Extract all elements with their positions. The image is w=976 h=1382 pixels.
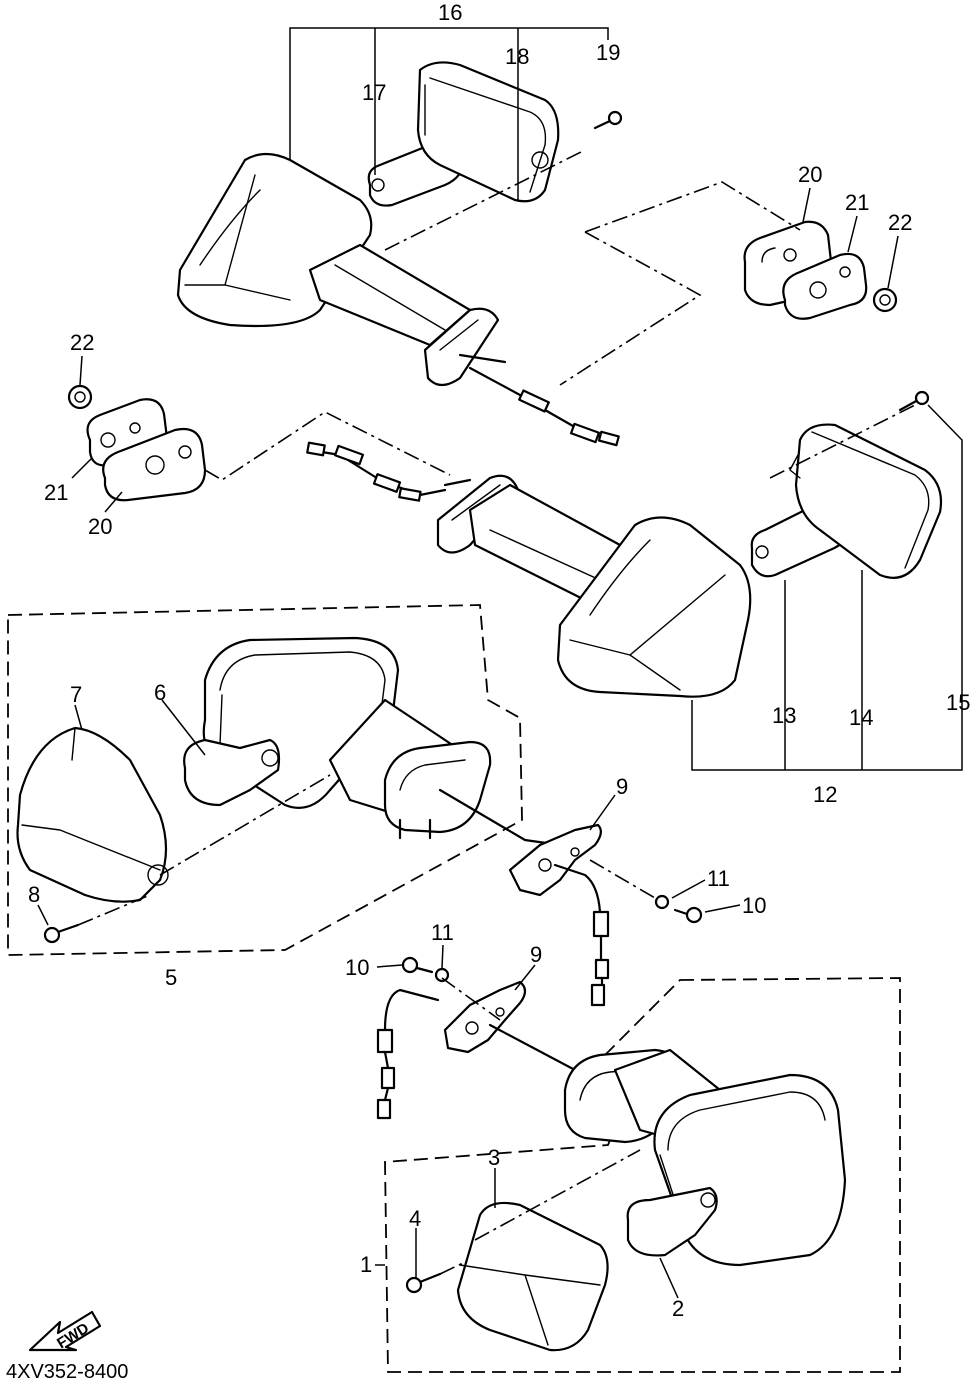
turn-signal-assembly-12 — [306, 390, 963, 771]
callout-13: 13 — [772, 703, 796, 728]
callout-12: 12 — [813, 782, 837, 807]
bracket-9-lower — [376, 944, 536, 1120]
callout-21-right: 21 — [845, 190, 869, 215]
turn-signal-assembly-1 — [384, 977, 901, 1373]
turn-signal-assembly-5 — [7, 604, 562, 956]
callout-11-upper: 11 — [707, 866, 730, 891]
callout-1: 1 — [360, 1252, 372, 1277]
callout-3: 3 — [488, 1145, 500, 1170]
callout-22-left: 22 — [70, 330, 94, 355]
callout-labels: 1 2 3 4 5 6 7 8 9 9 10 10 11 11 12 13 14… — [28, 0, 970, 1321]
callout-14: 14 — [849, 705, 873, 730]
bracket-9-upper — [508, 794, 741, 1007]
callout-2: 2 — [672, 1296, 684, 1321]
callout-10-lower: 10 — [345, 955, 369, 980]
callout-11-lower: 11 — [431, 920, 454, 945]
callout-10-upper: 10 — [742, 893, 766, 918]
callout-22-right: 22 — [888, 210, 912, 235]
callout-7: 7 — [70, 682, 82, 707]
diagram-code: 4XV352-8400 — [6, 1361, 128, 1382]
turn-signal-assembly-16 — [176, 27, 623, 447]
callout-5: 5 — [165, 965, 177, 990]
callout-21-left: 21 — [44, 480, 68, 505]
callout-4: 4 — [409, 1206, 421, 1231]
callout-20-left: 20 — [88, 514, 112, 539]
callout-20-right: 20 — [798, 162, 822, 187]
callout-6: 6 — [154, 680, 166, 705]
callout-16: 16 — [438, 0, 462, 25]
callout-17: 17 — [362, 80, 386, 105]
callout-19: 19 — [596, 40, 620, 65]
callout-9-lower: 9 — [530, 942, 542, 967]
callout-15: 15 — [946, 690, 970, 715]
callout-8: 8 — [28, 882, 40, 907]
callout-9-upper: 9 — [616, 774, 628, 799]
callout-18: 18 — [505, 44, 529, 69]
mounting-bracket-set-right — [559, 181, 898, 386]
forward-direction-arrow: FWD — [28, 1310, 102, 1352]
